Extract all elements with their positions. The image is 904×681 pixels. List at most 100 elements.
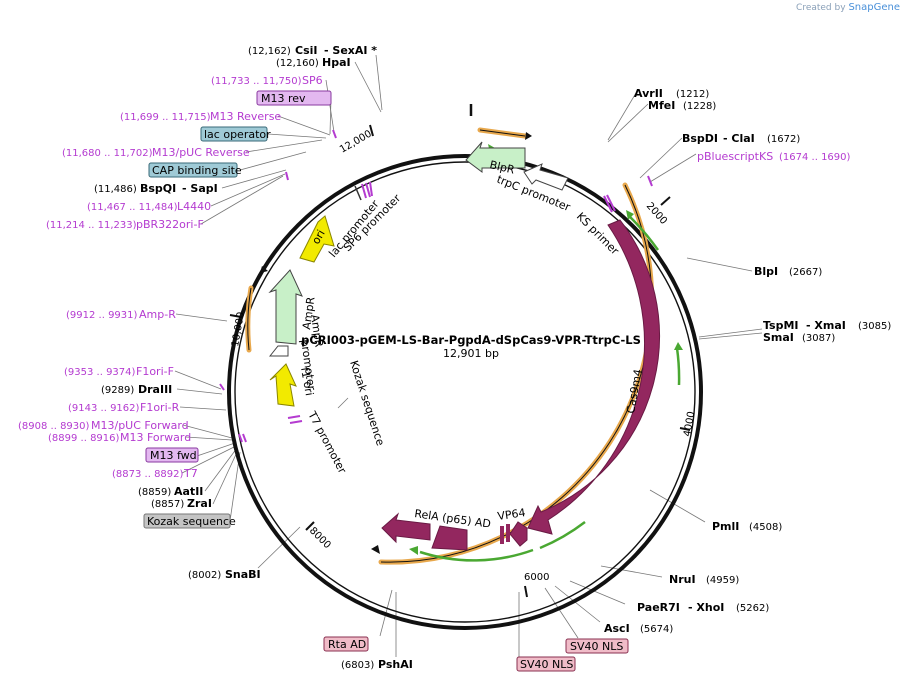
bspqi-pos: (11,486) [94,184,137,195]
ampr-arrow [268,269,303,345]
m13pucf-label: M13/pUC Forward [91,419,189,432]
nrui-pos: (4959) [706,575,739,586]
tick-4000: 4000 [682,411,697,438]
draiii-pos: (9289) [101,385,134,396]
m13reverse-label: M13 Reverse [210,110,281,123]
f1-ori-label: f1 ori [298,366,316,397]
l4440-pos: (11,467 .. 11,484) [87,202,178,213]
sv40-nls-label-2: SV40 NLS [520,658,573,671]
pbluescriptks-pos: (1674 .. 1690) [779,152,851,163]
snabi-pos: (8002) [188,570,221,581]
lac-promoter-mark [354,185,362,201]
ampr-primer-pos: (9912 .. 9931) [66,310,138,321]
kozak-label: Kozak sequence [147,515,236,528]
connector-lines [174,54,763,657]
csii-pos: (12,162) [248,46,291,57]
f1orif-label: F1ori-F [136,365,174,378]
lac-operator-box [200,126,268,142]
sp6-label: SP6 [302,74,323,87]
sp6-pos: (11,733 .. 11,750) [211,76,302,87]
f1orir-label: F1ori-R [140,401,180,414]
m13-fwd-box [145,447,199,463]
tspmi-label: TspMI [763,319,799,332]
l4440-label: L4440 [177,200,211,213]
xhoi-label: - XhoI [688,601,724,614]
pbr-pos: (11,214 .. 11,233) [46,220,137,231]
rela-arrow [381,512,431,544]
rta-ad-box [323,636,369,652]
pshai-label: PshAI [378,658,413,671]
paer7i-label: PaeR7I [637,601,680,614]
hpai-pos: (12,160) [276,58,319,69]
tick-10000: 10,000 [230,311,247,347]
sv40-nls-box-1 [565,638,629,654]
xmai-label: - XmaI [806,319,846,332]
plasmid-backbone [227,154,703,630]
plasmid-backbone-inner [234,161,696,623]
primer-ticks [219,129,653,443]
pbluescriptks-label: pBluescriptKS [697,150,773,163]
nls-mark-1 [500,526,504,544]
nrui-label: NruI [669,573,696,586]
orf-outlines-core [247,129,653,563]
zrai-pos: (8857) [151,499,184,510]
hpai-label: HpaI [322,56,351,69]
cas9m4-arrow [527,219,660,535]
snapgene-credit: Created by SnapGene [796,2,900,13]
m13f-pos: (8899 .. 8916) [48,433,120,444]
m13f-label: M13 Forward [120,431,191,444]
xmai-pos: (3085) [858,321,891,332]
orf-arrowheads [260,132,532,554]
t7-promoter-label: T7 promoter [305,408,349,476]
bspqi-label: BspQI [140,182,176,195]
tick-8000: 8000 [307,525,333,551]
pshai-pos: (6803) [341,660,374,671]
mfei-label: MfeI [648,99,675,112]
m13puc-pos: (11,680 .. 11,702) [62,148,153,159]
tick-12000: 12,000 [338,129,374,156]
sv40-nls-box-2 [516,656,576,672]
avrii-pos: (1212) [676,89,709,100]
rta-ad-label: Rta AD [328,638,366,651]
tick-marks [229,124,691,598]
aatii-label: AatII [174,485,203,498]
bspdi-label: BspDI [682,132,718,145]
sapi-label: - SapI [182,182,218,195]
aatii-pos: (8859) [138,487,171,498]
blpr-label: BlpR [488,158,516,176]
draiii-label: DraIII [138,383,172,396]
m13puc-label: M13/pUC Reverse [152,146,250,159]
clai-pos: (1672) [767,134,800,145]
plasmid-name: pCRI003-pGEM-LS-Bar-PgpdA-dSpCas9-VPR-Tt… [301,333,641,347]
smai-pos: (3087) [802,333,835,344]
pmli-label: PmlI [712,520,739,533]
cap-site-label: CAP binding site [152,164,242,177]
sv40-nls-label-1: SV40 NLS [570,640,623,653]
tick-6000: 6000 [524,572,549,583]
trpc-promoter-arrow [523,163,569,191]
orf-arrow-heads [409,144,683,555]
m13pucf-pos: (8908 .. 8930) [18,421,90,432]
plasmid-size: 12,901 bp [443,347,499,360]
m13-rev-label: M13 rev [261,92,306,105]
m13reverse-pos: (11,699 .. 11,715) [120,112,211,123]
xhoi-pos: (5262) [736,603,769,614]
rela-segment [431,525,468,551]
vp64-arrow [509,521,528,547]
asci-label: AscI [604,622,630,635]
csii-label: CsiI [295,44,317,57]
kozak-inner-label: Kozak sequence [347,359,387,448]
smai-label: SmaI [763,331,794,344]
avrii-label: AvrII [634,87,663,100]
lac-operator-label: lac operator [204,128,271,141]
ori-arrow [299,215,335,263]
mfei-pos: (1228) [683,101,716,112]
blpr-arrow [465,141,526,173]
ampr-primer-label: Amp-R [139,308,176,321]
cap-site-box [148,162,238,178]
f1orif-pos: (9353 .. 9374) [64,367,136,378]
f1-ori-arrow [269,363,297,407]
blpi-label: BlpI [754,265,778,278]
tick-2000: 2000 [644,201,669,227]
